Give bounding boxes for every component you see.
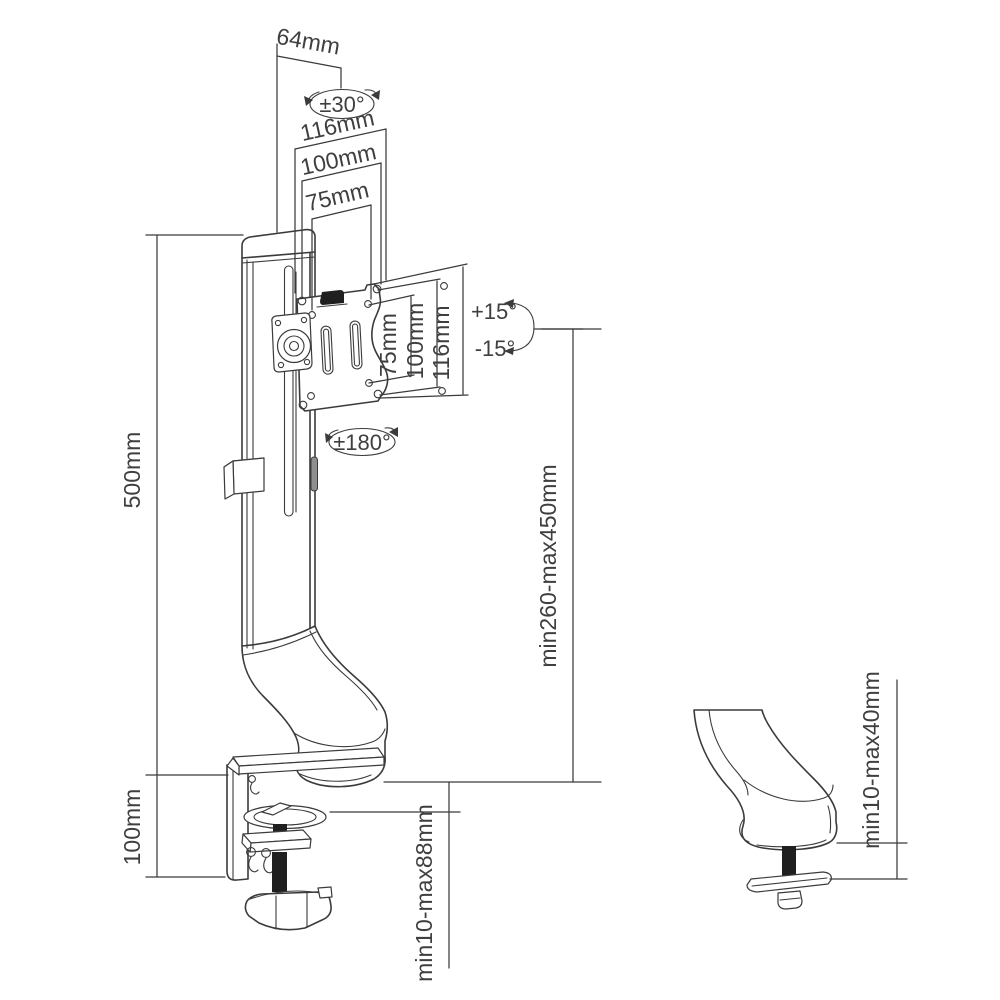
vesa-slot: [320, 325, 334, 375]
dim-top-width-label: 64mm: [275, 23, 342, 60]
dim-vesa-height-inner-label: 75mm: [375, 313, 401, 377]
dim-grommet-thickness-label: min10-max40mm: [858, 671, 884, 849]
clamp-knob: [244, 886, 333, 931]
tilt-arc-icon: [511, 302, 535, 352]
dim-vesa-height-mid: 100mm: [377, 278, 441, 396]
dim-desk-thickness-label: min10-max88mm: [411, 804, 437, 982]
clamp-top-screw: [248, 775, 256, 783]
dim-vesa-width-inner-label: 75mm: [303, 176, 371, 216]
dim-vesa-height-inner: 75mm: [368, 294, 415, 384]
grommet-screw-rod: [782, 846, 796, 879]
dim-height-range-label: min260-max450mm: [535, 464, 561, 667]
dim-clamp-height: 100mm: [119, 774, 226, 878]
dim-vesa-height-outer-label: 116mm: [428, 306, 454, 381]
quick-release-knob: [320, 290, 344, 305]
clamp-screw-rod-lower: [272, 852, 287, 892]
tilt-down-label: -15°: [475, 336, 516, 361]
dim-pole-height-label: 500mm: [119, 432, 145, 509]
swivel-range-label: ±30°: [319, 92, 364, 117]
tilt-up-label: +15°: [471, 299, 517, 324]
grommet-nut: [777, 890, 803, 910]
clamp-hook-bolts: [246, 847, 274, 874]
dim-clamp-height-label: 100mm: [119, 789, 145, 866]
grommet-mount-detail: min10-max40mm: [693, 671, 908, 910]
dim-vesa-height-outer: 116mm: [373, 263, 469, 399]
height-adjust-slot: [283, 265, 294, 517]
cable-clip: [223, 457, 265, 500]
rotate-range-indicator: ±180°: [325, 427, 398, 457]
dim-desk-thickness: min10-max88mm: [411, 781, 450, 982]
tilt-joint: [271, 312, 313, 373]
dim-pole-height: 500mm: [119, 234, 244, 776]
dim-height-range: min260-max450mm: [535, 328, 602, 783]
desk-clamp: [226, 747, 385, 931]
tension-screw-pin: [310, 456, 318, 492]
rotation-range-label: ±180°: [333, 430, 391, 455]
dim-grommet-thickness: min10-max40mm: [829, 671, 908, 880]
dim-vesa-height-mid-label: 100mm: [402, 303, 428, 380]
swivel-range-indicator: ±30°: [304, 88, 380, 120]
vesa-plate: [296, 283, 389, 412]
vesa-slot: [349, 320, 363, 370]
tilt-range-indicator: +15° -15°: [471, 299, 584, 361]
